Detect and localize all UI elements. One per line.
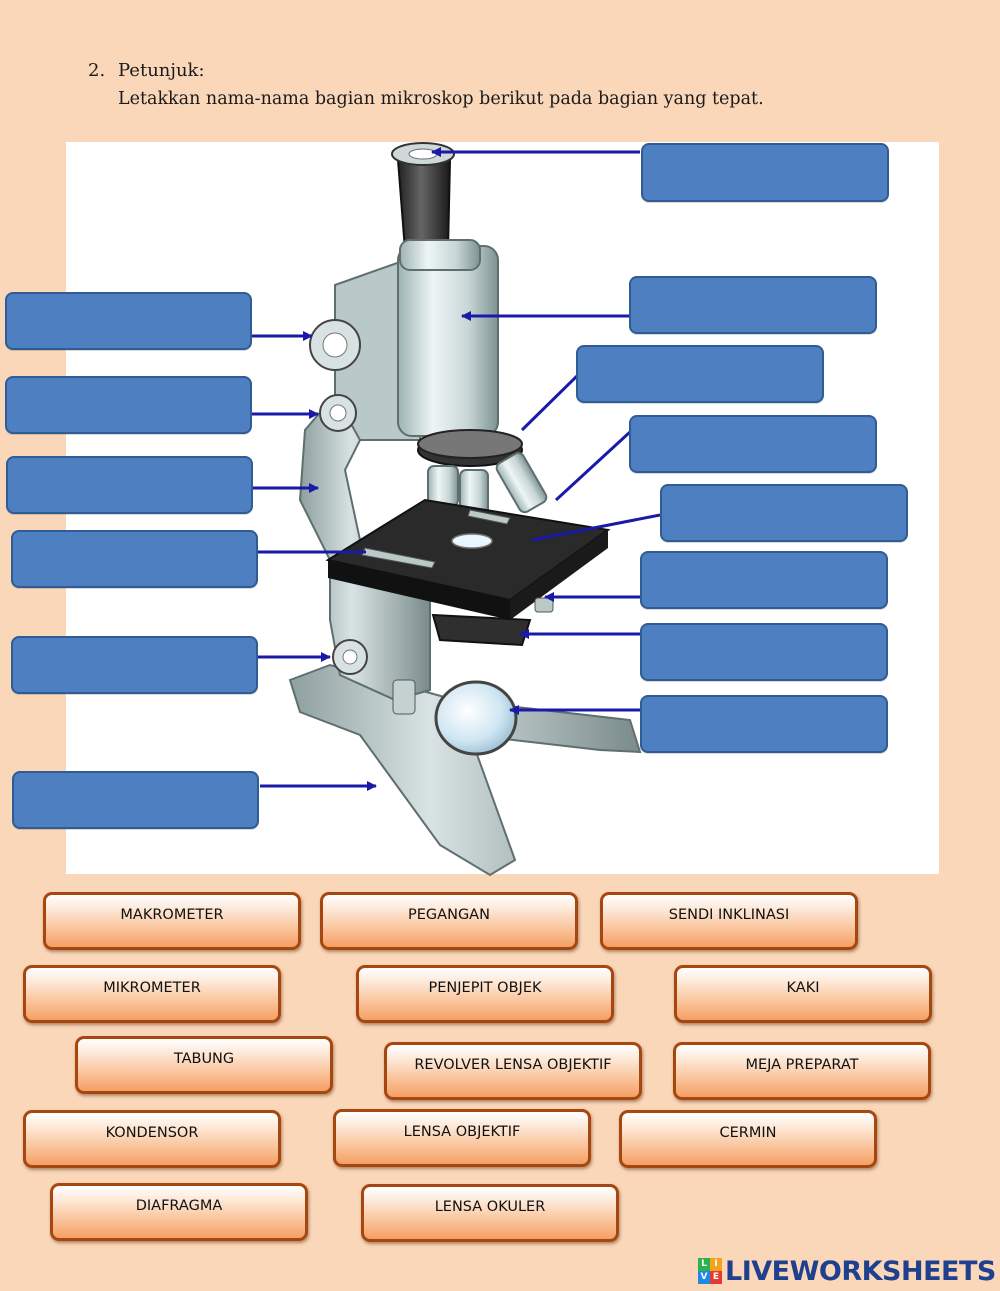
drop-zone-eyepiece[interactable] [641, 143, 889, 202]
logo-letter: E [710, 1271, 722, 1284]
label-chip-penjepit-objek[interactable]: PENJEPIT OBJEK [356, 965, 614, 1023]
label-chip-sendi-inklinasi[interactable]: SENDI INKLINASI [600, 892, 858, 950]
instruction-text: Letakkan nama-nama bagian mikroskop beri… [118, 89, 764, 109]
drop-zone-mirror[interactable] [640, 695, 888, 753]
drop-zone-arm[interactable] [6, 456, 253, 514]
label-chip-lensa-okuler[interactable]: LENSA OKULER [361, 1184, 619, 1242]
objective-3 [495, 452, 548, 514]
drop-zone-tube[interactable] [629, 276, 877, 334]
label-chip-revolver[interactable]: REVOLVER LENSA OBJEKTIF [384, 1042, 642, 1100]
diaphragm-lever [534, 597, 554, 613]
drop-zone-revolver[interactable] [576, 345, 824, 403]
drop-zone-coarse-knob[interactable] [5, 292, 252, 350]
instruction-number: 2. [88, 60, 106, 81]
drop-zone-stage[interactable] [660, 484, 908, 542]
logo-letter: L [698, 1258, 710, 1271]
label-chip-meja-preparat[interactable]: MEJA PREPARAT [673, 1042, 931, 1100]
brand-name: LIVEWORKSHEETS [725, 1255, 996, 1287]
label-chip-kondensor[interactable]: KONDENSOR [23, 1110, 281, 1168]
drop-zone-condenser[interactable] [640, 623, 888, 681]
instruction-title: Petunjuk: [118, 60, 205, 81]
stage-hole [451, 533, 493, 549]
logo-letter: I [710, 1258, 722, 1271]
objective-1 [427, 465, 459, 507]
eyepiece [396, 159, 452, 251]
liveworksheets-logo-icon: L I V E [698, 1258, 722, 1284]
logo-letter: V [698, 1271, 710, 1284]
label-chip-makrometer[interactable]: MAKROMETER [43, 892, 301, 950]
main-tube [397, 245, 499, 437]
label-chip-tabung[interactable]: TABUNG [75, 1036, 333, 1094]
label-chip-lensa-objektif[interactable]: LENSA OBJEKTIF [333, 1109, 591, 1167]
label-chip-kaki[interactable]: KAKI [674, 965, 932, 1023]
drop-zone-fine-knob[interactable] [5, 376, 252, 434]
label-chip-diafragma[interactable]: DIAFRAGMA [50, 1183, 308, 1241]
drop-zone-clip[interactable] [11, 530, 258, 588]
label-chip-cermin[interactable]: CERMIN [619, 1110, 877, 1168]
stage-clip-right [467, 509, 511, 525]
liveworksheets-brand: L I V E LIVEWORKSHEETS [698, 1254, 996, 1288]
drop-zone-objective[interactable] [629, 415, 877, 473]
condenser [431, 613, 532, 647]
label-chip-mikrometer[interactable]: MIKROMETER [23, 965, 281, 1023]
drop-zone-inclination[interactable] [11, 636, 258, 694]
label-chip-pegangan[interactable]: PEGANGAN [320, 892, 578, 950]
mirror [434, 680, 518, 756]
drop-zone-foot[interactable] [12, 771, 259, 829]
drop-zone-diaphragm[interactable] [640, 551, 888, 609]
pointer-arrows [252, 147, 661, 791]
